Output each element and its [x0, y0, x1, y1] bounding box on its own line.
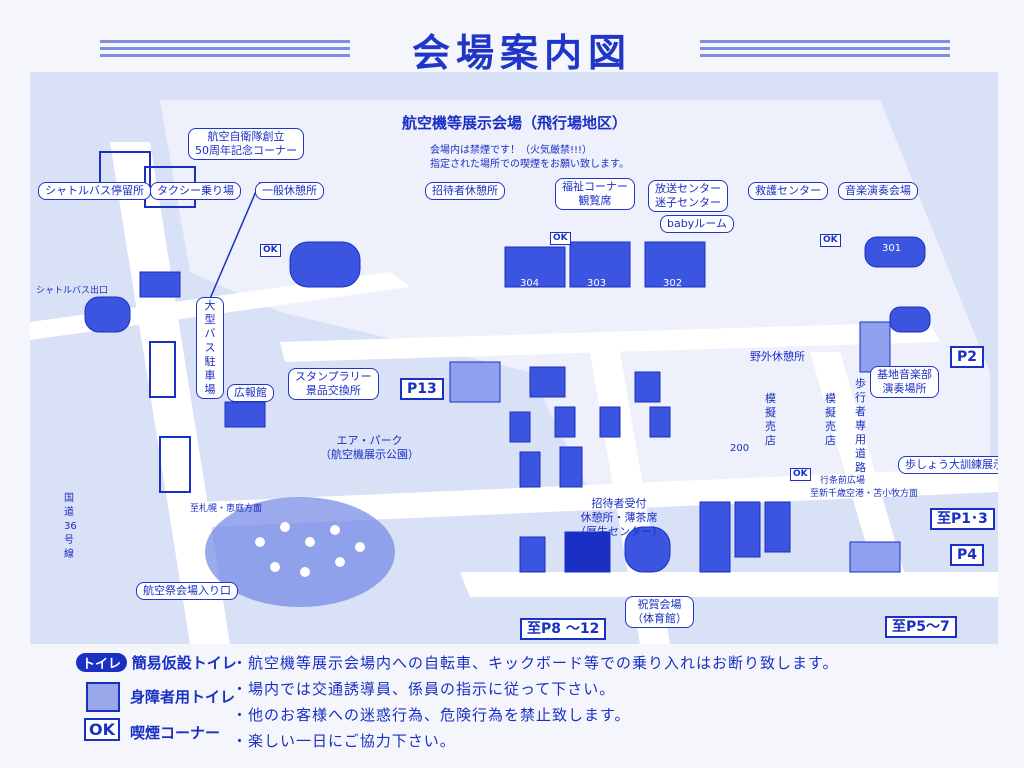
- hatched-areas: [99, 151, 196, 493]
- label-rescue: 救護センター: [748, 182, 828, 200]
- label-shop-1: 模擬売店: [765, 392, 776, 447]
- legend-accessible-text: 身障者用トイレ: [130, 688, 236, 706]
- parking-p2: P2: [950, 346, 985, 368]
- rule-2: ・場内では交通誘導員、係員の指示に従って下さい。: [232, 680, 616, 698]
- hangar-303-number: 303: [587, 278, 607, 289]
- smoking-corner-ok-1: OK: [260, 244, 281, 257]
- venue-map: 航空機等展示会場（飛行場地区） 会場内は禁煙です！（火気厳禁!!!） 指定された…: [30, 72, 998, 644]
- parking-p4: P4: [950, 544, 985, 566]
- title-decor-left: [100, 40, 350, 64]
- smoking-corner-ok-3: OK: [820, 234, 841, 247]
- legend-toilet: トイレ 簡易仮設トイレ: [76, 652, 237, 673]
- notice-line-2: 指定された場所での喫煙をお願い致します。: [430, 159, 629, 170]
- smoking-corner-ok-2: OK: [550, 232, 571, 245]
- hangar-304: [504, 246, 566, 288]
- legend-toilet-text: 簡易仮設トイレ: [131, 654, 237, 672]
- parking-p5-7: 至P5〜7: [885, 616, 957, 638]
- label-taxi: タクシー乗り場: [150, 182, 241, 200]
- hangar-301-number: 301: [882, 243, 902, 254]
- road-mid: [280, 322, 940, 362]
- label-stamp: スタンプラリー景品交換所: [288, 368, 379, 400]
- walkway-road: [810, 352, 910, 592]
- smoking-corner-ok-4: OK: [790, 468, 811, 481]
- label-route36: 国道36号線: [64, 493, 77, 560]
- label-outdoor-rest: 野外休憩所: [750, 350, 805, 363]
- label-to-sapporo: 至札幌・恵庭方面: [190, 504, 263, 514]
- parking-p13: P13: [400, 378, 444, 400]
- rule-3: ・他のお客様への迷惑行為、危険行為を禁止致します。: [232, 706, 631, 724]
- air-park-area: [205, 497, 395, 607]
- label-welfare: 福祉コーナー観覧席: [555, 178, 635, 210]
- label-band: 基地音楽部演奏場所: [870, 366, 939, 398]
- label-baby: babyルーム: [660, 215, 734, 233]
- label-shuttle-exit: シャトルバス出口: [36, 286, 109, 296]
- label-pr-hall: 広報館: [227, 384, 274, 402]
- title-area: 会場案内図: [0, 22, 1024, 78]
- road-bottom: [460, 572, 998, 597]
- label-broadcast: 放送センター迷子センター: [648, 180, 728, 212]
- hangar-303: [569, 241, 631, 288]
- label-shuttle-bus: シャトルバス停留所: [38, 182, 151, 200]
- hangar-302: [644, 241, 706, 288]
- hangar-304-number: 304: [520, 278, 540, 289]
- hangar-302-number: 302: [663, 278, 683, 289]
- rule-4: ・楽しい一日にご協力下さい。: [232, 732, 456, 750]
- park-trees: [255, 522, 365, 577]
- legend-smoking-text: 喫煙コーナー: [130, 724, 221, 742]
- label-rest-general: 一般休憩所: [255, 182, 324, 200]
- label-gate-sign: 行条前広場: [820, 476, 866, 486]
- rest-general-hangar: [289, 241, 361, 288]
- label-entrance: 航空祭会場入り口: [136, 582, 238, 600]
- title-decor-right: [700, 40, 950, 64]
- area-title: 航空機等展示会場（飛行場地区）: [402, 114, 628, 132]
- legend: トイレ 簡易仮設トイレ 身障者用トイレ OK 喫煙コーナー ・航空機等展示会場内…: [72, 650, 1012, 760]
- label-bus-parking: 大型バス駐車場: [196, 297, 224, 399]
- label-drill: 歩しょう大訓練展示: [898, 456, 998, 474]
- buildings: [84, 236, 931, 573]
- smoking-ok-icon: OK: [84, 718, 120, 741]
- parking-p8-12: 至P8 〜12: [520, 618, 607, 640]
- hangar-301: [864, 236, 926, 268]
- label-air-park: エア・パーク（航空機展示公園）: [320, 434, 419, 461]
- parking-p1-3: 至P1･3: [930, 508, 995, 530]
- label-rest-guest: 招待者休憩所: [425, 182, 505, 200]
- label-gym: 祝賀会場（体育館）: [625, 596, 694, 628]
- road-west: [110, 142, 230, 644]
- label-to-chitose: 至新千歳空港・苫小牧方面: [810, 489, 919, 499]
- hangar-200-number: 200: [730, 443, 750, 454]
- label-music: 音楽演奏会場: [838, 182, 918, 200]
- toilet-icon: トイレ: [76, 653, 128, 672]
- label-guest-desk: 招待者受付休憩所・薄茶席（厚生センター）: [575, 497, 663, 538]
- label-shop-2: 模擬売店: [825, 392, 836, 447]
- accessible-toilet-icon: [86, 682, 120, 712]
- label-walkway: 歩行者専用道路: [855, 377, 866, 474]
- rule-1: ・航空機等展示会場内への自転車、キックボード等での乗り入れはお断り致します。: [232, 654, 839, 672]
- road-south: [200, 467, 998, 527]
- notice-line-1: 会場内は禁煙です！（火気厳禁!!!）: [430, 145, 593, 156]
- page-title: 会場案内図: [411, 31, 632, 75]
